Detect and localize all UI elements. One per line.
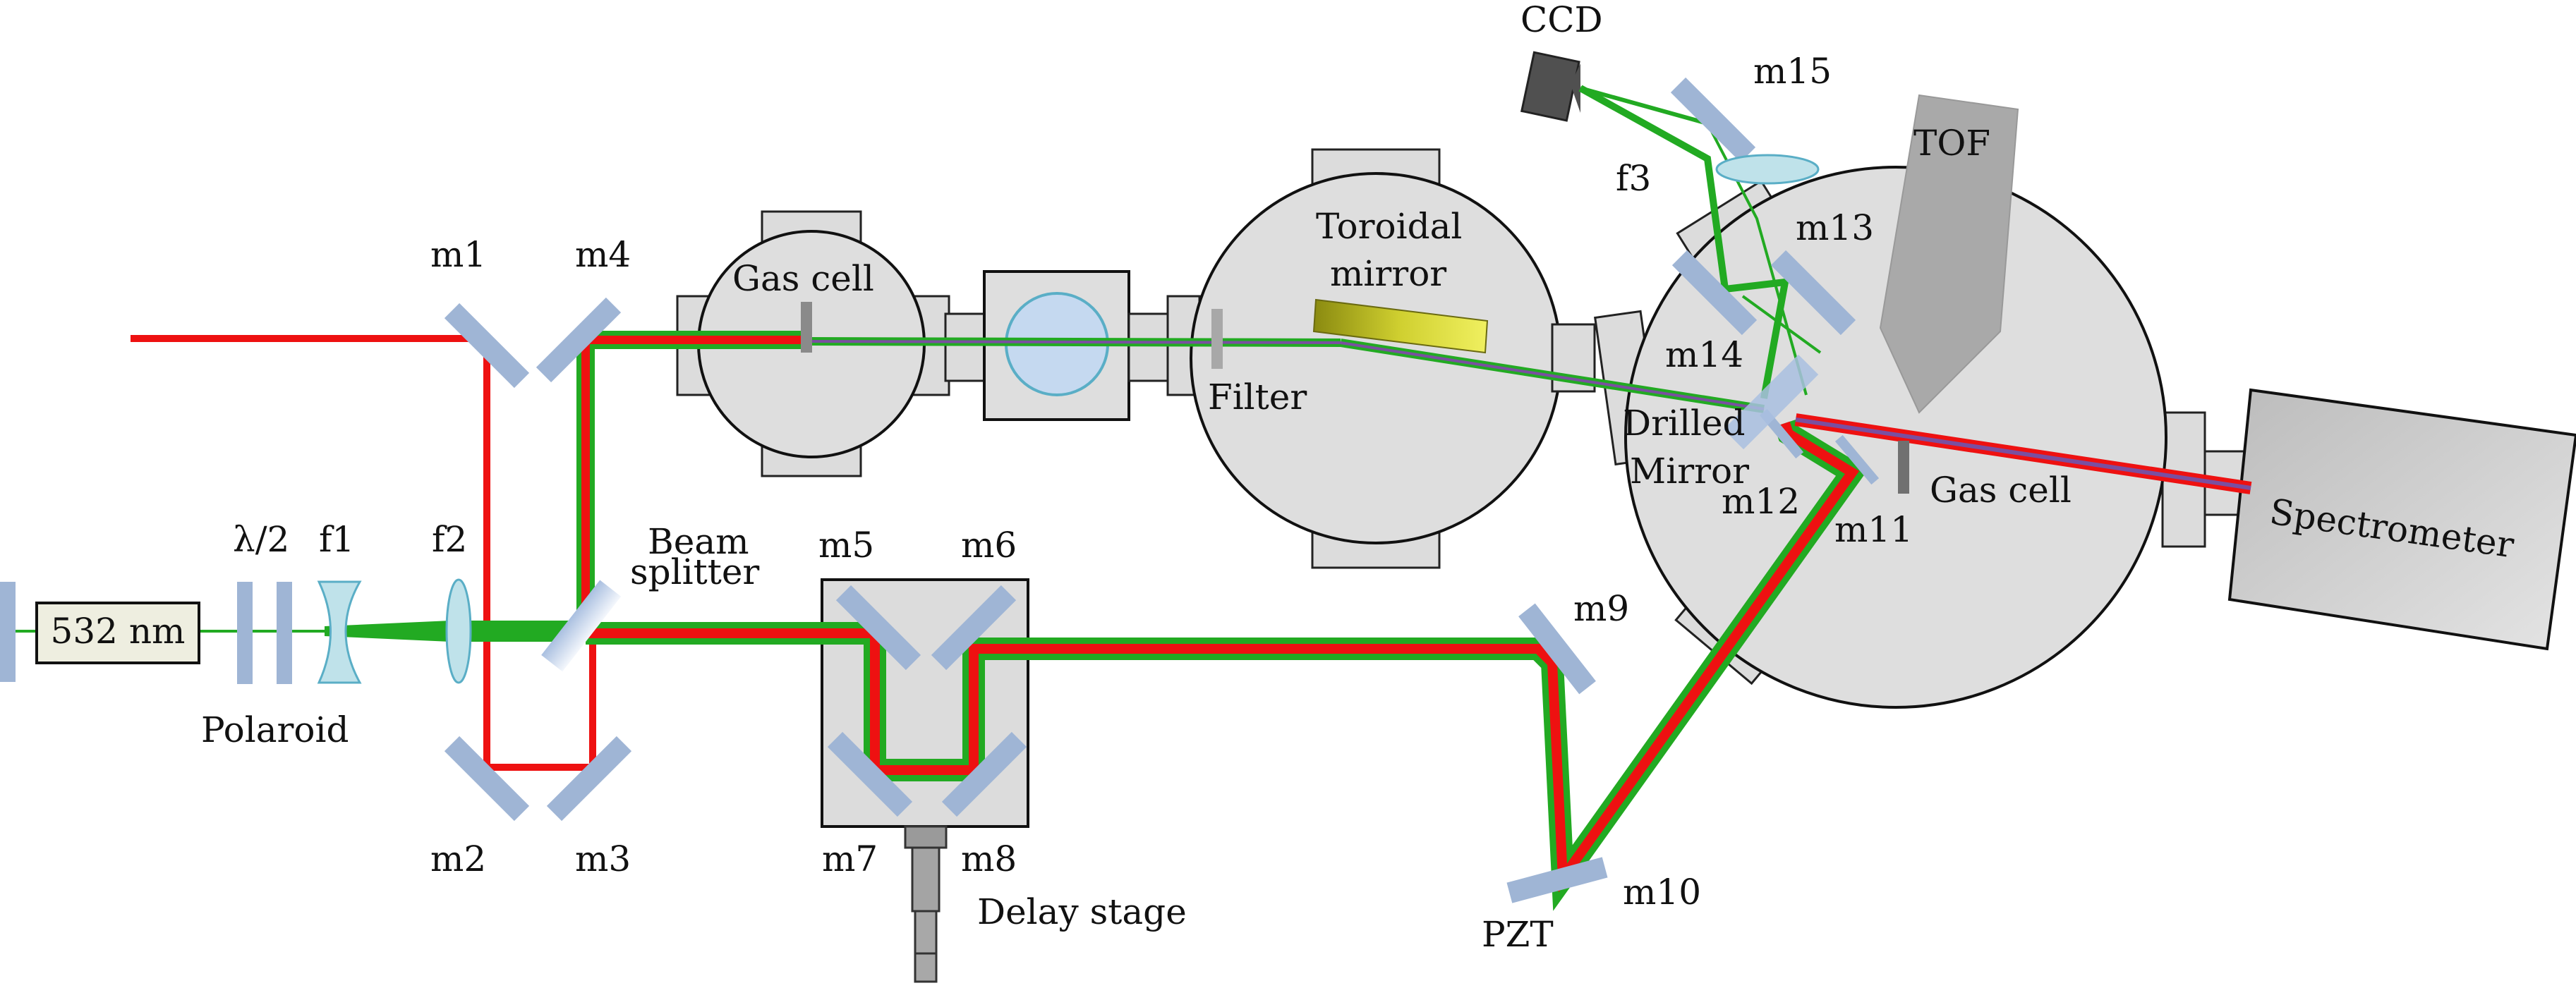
waveplate-polaroid [237, 582, 292, 684]
combined-beam-lower [586, 419, 1868, 911]
toroidal-chamber [1190, 148, 1596, 569]
laser-label: 532 nm [51, 611, 186, 652]
m11-label: m11 [1834, 509, 1913, 550]
mirror-m14 [1671, 250, 1758, 336]
f3-label: f3 [1616, 158, 1651, 199]
gas-cell-1-label: Gas cell [732, 258, 874, 299]
half-wave-label: λ/2 [233, 519, 289, 560]
m10-label: m10 [1623, 872, 1701, 913]
delay-stage-label: Delay stage [977, 891, 1187, 932]
ccd-camera [1520, 51, 1580, 122]
gas-cell-target-2 [1898, 441, 1909, 494]
polaroid-label: Polaroid [201, 709, 349, 750]
mirror-m7 [827, 731, 913, 817]
pzt-label: PZT [1482, 914, 1554, 955]
beam-splitter-label-2: splitter [630, 551, 759, 592]
m14-label: m14 [1665, 334, 1743, 375]
m1-label: m1 [430, 234, 486, 275]
toroidal-mirror [1312, 298, 1489, 354]
m4-label: m4 [575, 234, 631, 275]
m5-label: m5 [818, 525, 874, 566]
mirror-m3 [546, 736, 632, 822]
drilled-mirror [1723, 354, 1819, 450]
m7-label: m7 [822, 838, 878, 879]
spectrometer [2227, 388, 2576, 651]
f2-label: f2 [432, 519, 467, 560]
mirror-m6 [931, 585, 1017, 671]
mirror-m10 [1506, 857, 1608, 903]
m3-label: m3 [575, 838, 631, 879]
gas-cell-2-label: Gas cell [1930, 470, 2072, 511]
lens-f1 [317, 580, 362, 684]
drilled-label-1: Drilled [1623, 403, 1746, 444]
ir-beam-input [131, 335, 596, 771]
m13-label: m13 [1796, 207, 1874, 248]
drilled-label-2: Mirror [1630, 451, 1749, 492]
f1-label: f1 [319, 519, 354, 560]
spectrometer-beam [1794, 413, 2252, 494]
filter-label: Filter [1208, 377, 1307, 417]
beam-splitter-label-1: Beam [648, 521, 749, 562]
tof-detector [1879, 94, 2019, 414]
mirror-m8 [941, 731, 1027, 817]
connector-pipe-1 [944, 312, 986, 382]
m15-label: m15 [1753, 51, 1832, 92]
laser-532nm: 532 nm [0, 582, 200, 682]
toroidal-label-2: mirror [1330, 253, 1446, 294]
mirror-m2 [444, 736, 530, 822]
mirror-m11 [1834, 434, 1880, 485]
mirror-m13 [1770, 250, 1856, 336]
tof-label: TOF [1913, 123, 1990, 164]
mirror-m1 [444, 303, 530, 389]
toroidal-label-1: Toroidal [1316, 206, 1462, 247]
mirror-m4 [536, 297, 622, 383]
ccd-label: CCD [1520, 0, 1603, 40]
mirror-m9 [1518, 603, 1596, 695]
lens-f3 [1715, 154, 1820, 185]
m8-label: m8 [961, 838, 1017, 879]
lens-f2 [445, 578, 472, 684]
m12-label: m12 [1722, 481, 1800, 522]
xuv-beam-line [811, 337, 1765, 413]
m6-label: m6 [961, 525, 1017, 566]
gas-cell-target-1 [801, 302, 812, 353]
m9-label: m9 [1573, 588, 1629, 629]
filter [1211, 309, 1223, 369]
mirror-m15 [1670, 77, 1756, 163]
mirror-m5 [835, 585, 921, 671]
beam-splitter [541, 580, 622, 672]
m2-label: m2 [430, 838, 486, 879]
